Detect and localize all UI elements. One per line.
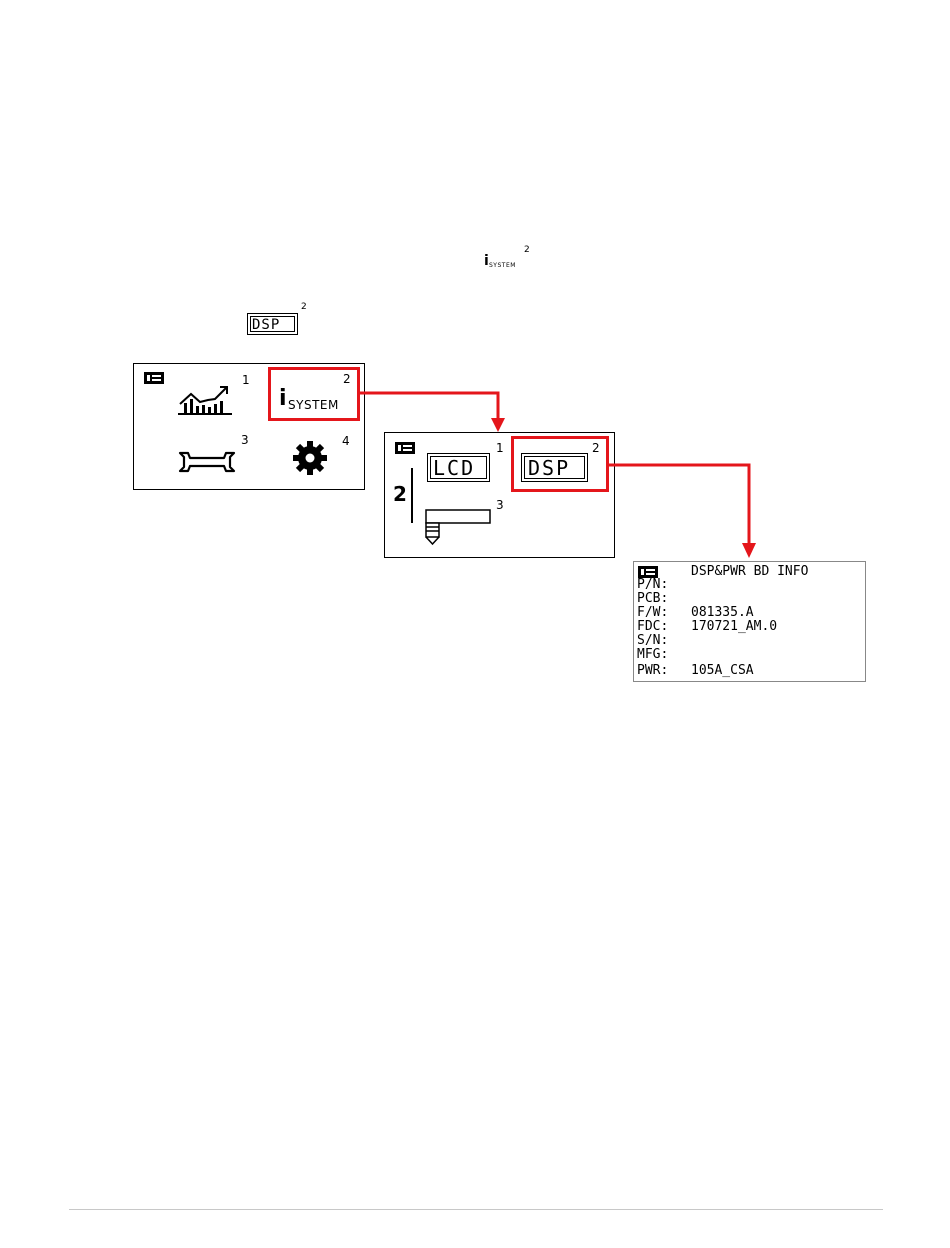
menu-item-4-number: 4: [342, 435, 350, 447]
gear-icon: [292, 440, 328, 476]
lcd-menu-item[interactable]: LCD: [427, 453, 490, 482]
lcd-item-number: 1: [496, 442, 504, 454]
trend-chart-icon: [178, 384, 234, 416]
info-row-key: PWR:: [637, 664, 668, 677]
isystem-reference-number: 2: [524, 246, 530, 255]
main-menu-screen: 1 i SYSTEM 2 3 4: [133, 363, 365, 490]
info-row-key: MFG:: [637, 648, 668, 661]
level-divider: [411, 468, 413, 523]
info-row-value: 081335.A: [691, 606, 754, 619]
info-row-key: F/W:: [637, 606, 668, 619]
menu-item-1-number: 1: [242, 374, 250, 386]
isystem-reference-label: SYSTEM: [489, 262, 516, 269]
lcd-menu-label: LCD: [433, 458, 475, 478]
info-row-key: S/N:: [637, 634, 668, 647]
info-row-value: 170721_AM.0: [691, 620, 777, 633]
dsp-reference: DSP 2: [247, 303, 317, 337]
isystem-highlight-box: [268, 367, 360, 421]
wrench-icon: [176, 447, 238, 477]
arrow-isystem-to-system-menu: [355, 390, 515, 435]
menu-icon: [144, 372, 164, 384]
footer-rule: [69, 1209, 883, 1210]
info-row-key: FDC:: [637, 620, 668, 633]
board-info-screen: DSP&PWR BD INFO P/N: PCB: F/W: 081335.A …: [633, 561, 866, 682]
dsp-highlight-box: [511, 436, 609, 492]
menu-item-3-number: 3: [241, 434, 249, 446]
menu-level-number: 2: [393, 483, 407, 505]
dsp-reference-label: DSP: [252, 317, 280, 333]
info-title: DSP&PWR BD INFO: [691, 565, 808, 578]
dsp-reference-box: DSP: [247, 313, 298, 335]
system-menu-screen: 2 LCD 1 DSP 2 3: [384, 432, 615, 558]
probe-icon: [423, 507, 495, 547]
info-row-key: P/N:: [637, 578, 668, 591]
isystem-reference: i SYSTEM 2: [484, 246, 534, 270]
dsp-reference-number: 2: [301, 303, 307, 312]
probe-item-number: 3: [496, 499, 504, 511]
menu-icon: [395, 442, 415, 454]
info-row-value: 105A_CSA: [691, 664, 754, 677]
info-row-key: PCB:: [637, 592, 668, 605]
arrow-dsp-to-info: [605, 455, 765, 563]
